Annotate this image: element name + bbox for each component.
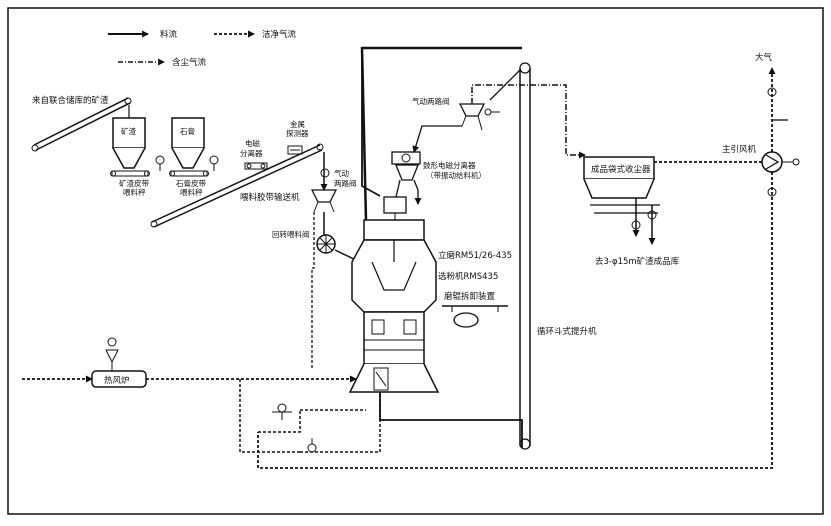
drum-separator-label-line1: 鼓形电磁分离器 (423, 160, 476, 170)
from-storage-label: 来自联合储库的矿渣 (32, 95, 109, 106)
gypsum-feeder-label-line1: 石膏皮带 (176, 178, 206, 188)
recirculation-gas-line (257, 172, 773, 469)
feed-belt-conveyor (150, 143, 324, 228)
main-fan-label: 主引风机 (722, 144, 757, 155)
slag-feeder-label-line2: 喂料秤 (123, 187, 146, 197)
bottom-damper (272, 403, 292, 420)
pneumatic-valve-1-label-line1: 气动 (334, 168, 349, 178)
mill-reject-to-elevator (379, 392, 523, 448)
classifier-label: 选粉机RMS435 (438, 271, 498, 282)
bucket-elevator (489, 62, 531, 450)
drum-separator-label-line2: （带振动给料机） (426, 170, 486, 180)
drum-em-separator (391, 151, 422, 205)
gypsum-feeder-label: 石膏皮带 喂料秤 (176, 178, 208, 197)
em-separator (244, 162, 268, 170)
pneumatic-valve-2 (458, 103, 500, 131)
bag-collector-label: 成品袋式收尘器 (591, 164, 651, 175)
dusty-gas-to-collector (471, 84, 586, 159)
mill-outlet-duct (360, 46, 522, 221)
hot-air-furnace-label: 热风炉 (104, 375, 130, 386)
slag-feeder-label-line1: 矿渣皮带 (119, 178, 149, 188)
metal-detector-label-line1: 金属 (290, 119, 305, 129)
legend: 料流 洁净气流 含尘气流 (108, 29, 297, 68)
return-damper (767, 187, 777, 197)
legend-dusty-gas-label: 含尘气流 (172, 57, 207, 68)
roller-removal-device (442, 305, 508, 328)
vertical-mill (348, 196, 440, 393)
atmosphere-label: 大气 (755, 52, 773, 63)
gypsum-belt-feeder (169, 155, 219, 177)
mill-outlet-duct-inner (361, 48, 381, 197)
pneumatic-valve-2-label: 气动两路阀 (412, 96, 450, 106)
pneumatic-valve-1-label: 气动 两路阀 (334, 168, 357, 188)
rotary-feed-valve-label: 回转喂料阀 (272, 229, 310, 239)
metal-detector-label-line2: 探测器 (286, 128, 309, 138)
pneumatic-valve-1-label-line2: 两路阀 (334, 178, 357, 188)
stack-damper (767, 87, 777, 97)
roller-device-label: 磨辊拆卸装置 (444, 291, 496, 302)
lower-loop-left (239, 379, 300, 453)
valve-bypass-line (311, 212, 315, 370)
legend-material-label: 料流 (160, 29, 178, 40)
slag-bin-label: 矿渣 (121, 126, 136, 136)
gypsum-bin-label: 石膏 (180, 126, 195, 136)
main-fan (761, 151, 800, 173)
em-separator-label-line2: 分离器 (240, 148, 263, 158)
gypsum-feeder-label-line2: 喂料秤 (180, 187, 203, 197)
slag-belt-feeder (110, 155, 165, 177)
bottom-valve (307, 438, 317, 453)
lower-loop-mid (258, 410, 301, 433)
em-separator-label: 电磁 分离器 (240, 138, 263, 158)
gypsum-bin (171, 117, 205, 169)
diagram-frame (7, 7, 824, 515)
slag-bin (112, 105, 146, 169)
drum-separator-label: 鼓形电磁分离器 （带振动给料机） (423, 160, 486, 180)
valve2-to-separator-line (412, 125, 462, 153)
bag-collector (583, 156, 660, 245)
metal-detector (287, 145, 303, 155)
bucket-elevator-label: 循环斗式提升机 (537, 326, 597, 337)
legend-clean-gas-label: 洁净气流 (262, 29, 297, 40)
pneumatic-valve-1 (310, 152, 338, 213)
vertical-mill-label: 立磨RM51/26-435 (438, 250, 512, 261)
em-separator-label-line1: 电磁 (245, 138, 260, 148)
storage-incline-belt (31, 97, 132, 152)
feed-belt-label: 喂料胶带输送机 (240, 192, 300, 203)
to-silo-label: 去3-φ15m矿渣成品库 (595, 256, 680, 267)
metal-detector-label: 金属 探测器 (286, 119, 309, 138)
slag-feeder-label: 矿渣皮带 喂料秤 (119, 178, 151, 197)
rotary-feed-valve (316, 212, 361, 263)
